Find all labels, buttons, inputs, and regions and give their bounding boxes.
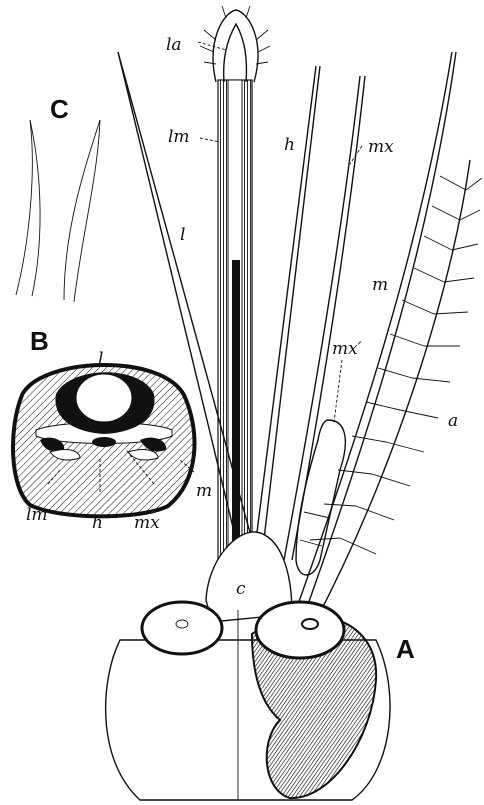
labella-tip <box>200 6 270 82</box>
section-label-m: m <box>196 481 212 501</box>
label-la: la <box>166 35 182 55</box>
section-label-lm: lm <box>26 505 48 525</box>
left-antennal-socket <box>142 602 222 654</box>
panel-label-a: A <box>396 634 415 664</box>
maxillary-palp <box>296 420 345 575</box>
panel-label-b: B <box>30 326 49 356</box>
antenna <box>310 160 482 624</box>
panel-c-bristles <box>16 120 100 302</box>
label-mx: mx <box>368 137 394 157</box>
label-l: l <box>180 225 185 245</box>
maxilla-stylet <box>284 76 365 560</box>
section-label-l: l <box>98 349 103 369</box>
label-a: a <box>448 411 458 431</box>
section-label-h: h <box>92 513 103 533</box>
label-c: c <box>236 579 246 599</box>
label-lm: lm <box>168 127 190 147</box>
panel-label-c: C <box>50 94 69 124</box>
right-antennal-socket <box>256 602 344 658</box>
section-label-mx: mx <box>134 513 160 533</box>
label-m: m <box>372 275 388 295</box>
label-mx-prime: mx′ <box>332 339 362 359</box>
label-h: h <box>284 135 295 155</box>
panel-b-cross-section <box>13 365 195 516</box>
